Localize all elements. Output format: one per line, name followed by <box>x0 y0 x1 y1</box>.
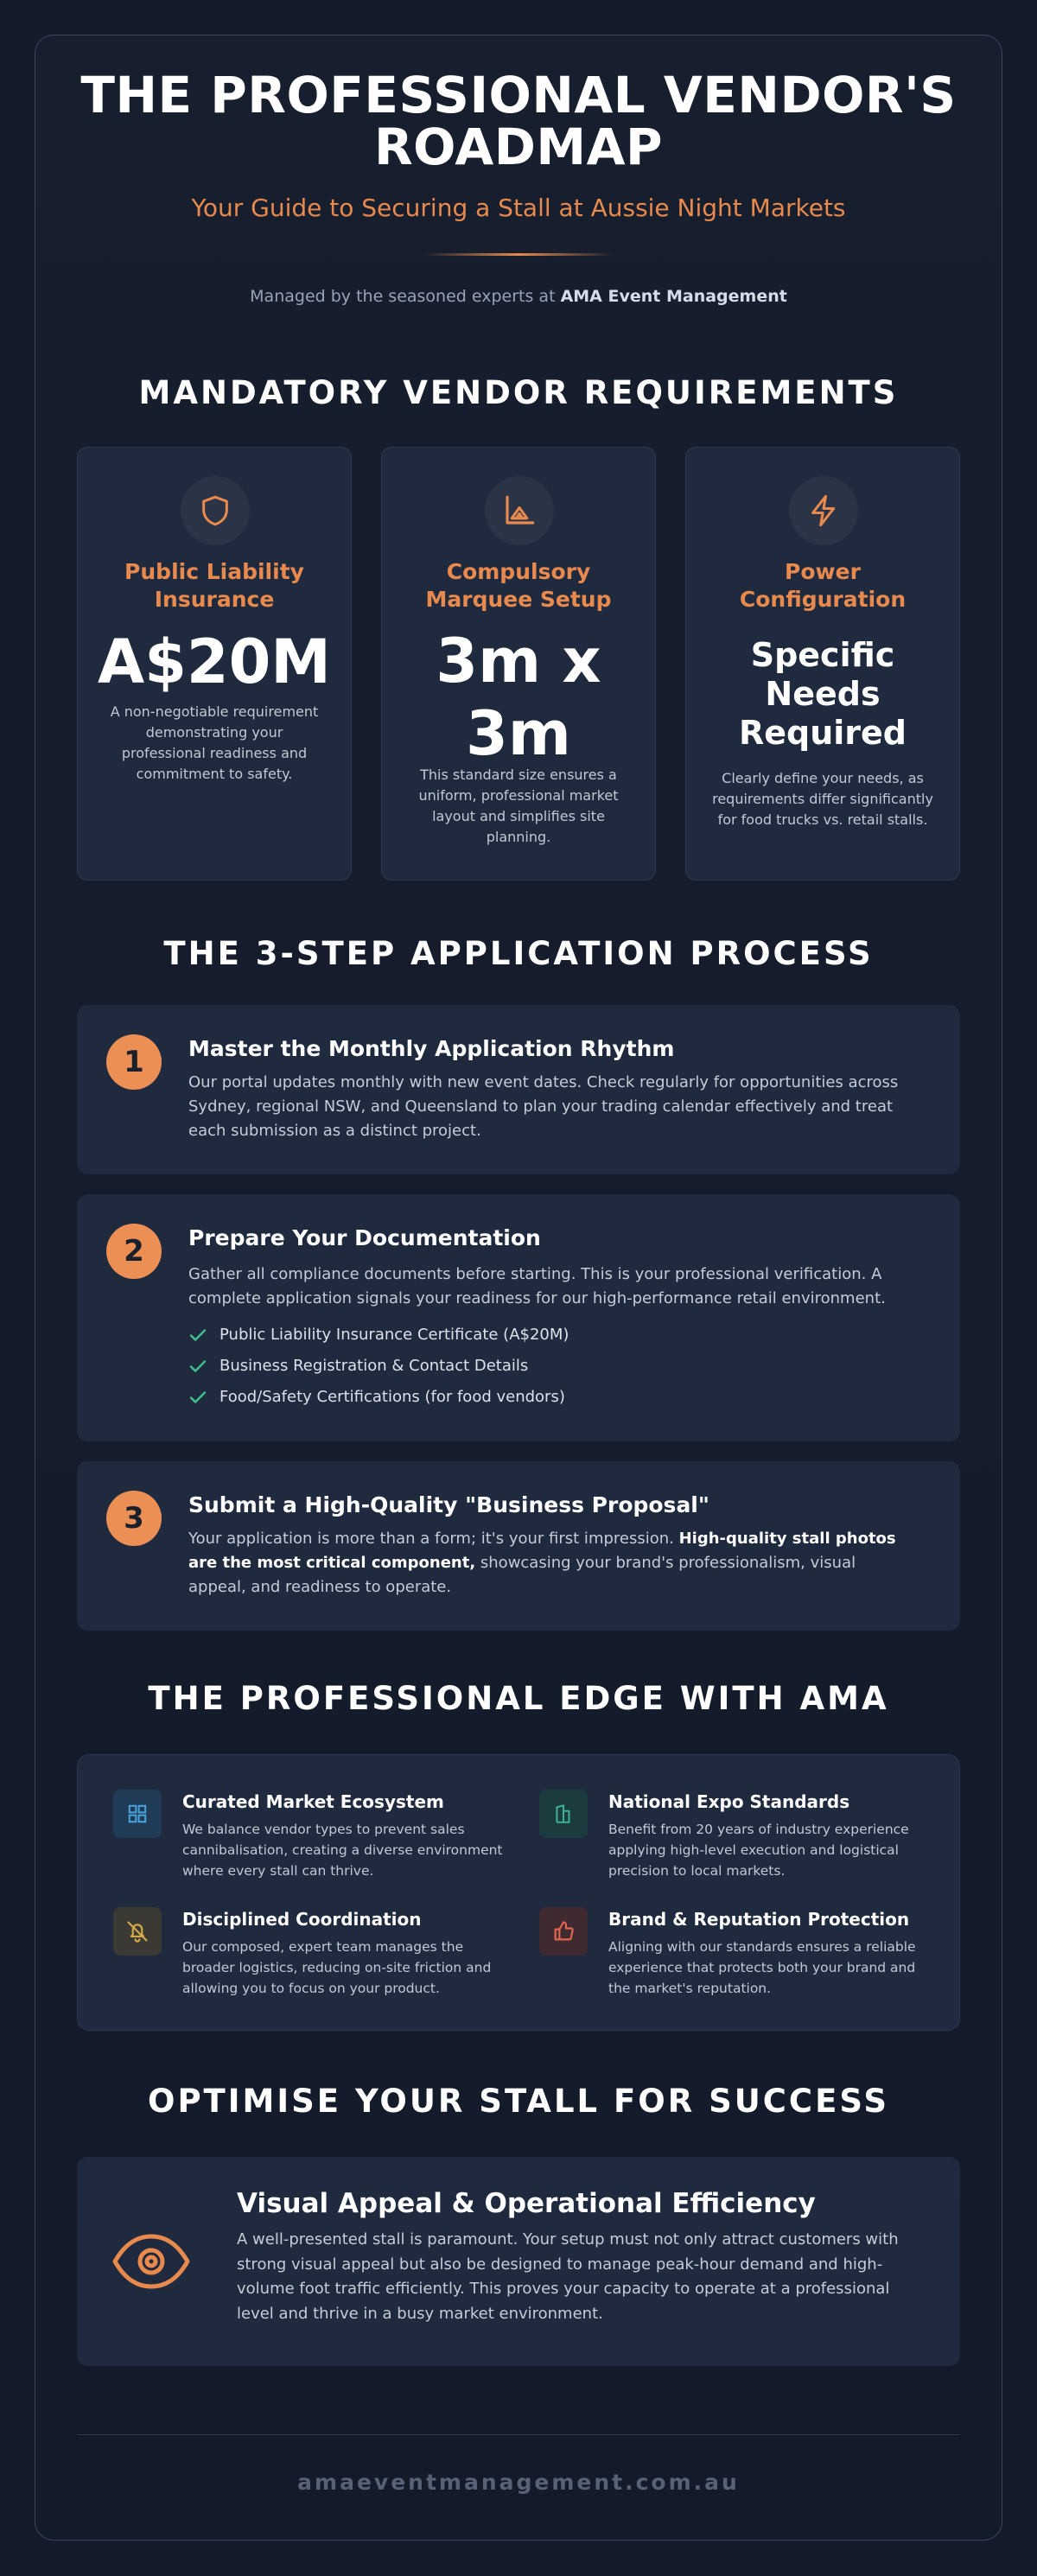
managed-by-line: Managed by the seasoned experts at AMA E… <box>250 287 787 306</box>
eye-icon <box>111 2229 191 2297</box>
step-number: 3 <box>106 1491 162 1546</box>
check-icon <box>189 1328 207 1341</box>
requirement-card-power: Power Configuration Specific Needs Requi… <box>685 447 960 881</box>
page-subtitle: Your Guide to Securing a Stall at Aussie… <box>191 194 846 222</box>
lightning-icon <box>789 476 858 545</box>
edge-item-text: Benefit from 20 years of industry experi… <box>608 1822 909 1879</box>
requirement-card-insurance: Public Liability Insurance A$20M A non-n… <box>77 447 352 881</box>
edge-item-text: We balance vendor types to prevent sales… <box>182 1822 503 1879</box>
edge-item-text: Our composed, expert team manages the br… <box>182 1939 492 1996</box>
page-title: THE PROFESSIONAL VENDOR'S ROADMAP <box>80 66 957 176</box>
process-heading: THE 3-STEP APPLICATION PROCESS <box>163 935 874 972</box>
thumbs-up-icon <box>539 1907 588 1956</box>
requirement-description: Clearly define your needs, as requiremen… <box>712 770 933 828</box>
step-title: Master the Monthly Application Rhythm <box>188 1036 675 1061</box>
edge-heading: THE PROFESSIONAL EDGE WITH AMA <box>148 1680 889 1717</box>
step-card-2: 2 Prepare Your Documentation Gather all … <box>77 1194 960 1441</box>
check-icon <box>189 1390 207 1403</box>
step-number: 2 <box>106 1224 162 1279</box>
requirement-title: Public Liability Insurance <box>124 559 304 612</box>
checklist-item: Food/Safety Certifications (for food ven… <box>188 1388 565 1406</box>
step-card-3: 3 Submit a High-Quality "Business Propos… <box>77 1461 960 1631</box>
footer-divider <box>77 2434 960 2435</box>
requirements-heading: MANDATORY VENDOR REQUIREMENTS <box>138 374 899 411</box>
edge-item-title: Brand & Reputation Protection <box>608 1909 910 1930</box>
requirement-value: Specific Needs Required <box>738 636 907 752</box>
tent-icon <box>485 476 554 545</box>
checklist-item: Public Liability Insurance Certificate (… <box>188 1326 569 1344</box>
optimise-text: A well-presented stall is paramount. You… <box>237 2230 899 2323</box>
check-icon <box>189 1359 207 1372</box>
grid-icon <box>113 1790 162 1838</box>
checklist-item: Business Registration & Contact Details <box>188 1357 528 1375</box>
step-number: 1 <box>106 1034 162 1090</box>
optimise-card: Visual Appeal & Operational Efficiency A… <box>77 2157 960 2366</box>
edge-item-title: National Expo Standards <box>608 1791 850 1812</box>
requirement-title: Compulsory Marquee Setup <box>425 559 612 612</box>
footer-url[interactable]: amaeventmanagement.com.au <box>297 2470 740 2495</box>
step-text: Gather all compliance documents before s… <box>188 1265 886 1307</box>
header-divider <box>423 253 614 256</box>
step-card-1: 1 Master the Monthly Application Rhythm … <box>77 1005 960 1174</box>
requirement-title: Power Configuration <box>739 559 907 612</box>
optimise-heading: OPTIMISE YOUR STALL FOR SUCCESS <box>147 2083 889 2120</box>
requirement-description: A non-negotiable requirement demonstrati… <box>110 703 319 782</box>
edge-panel: Curated Market Ecosystem We balance vend… <box>77 1754 960 2031</box>
requirement-value: 3m x 3m <box>436 626 601 769</box>
step-title: Submit a High-Quality "Business Proposal… <box>188 1492 709 1517</box>
edge-item-title: Curated Market Ecosystem <box>182 1791 444 1812</box>
requirement-card-marquee: Compulsory Marquee Setup 3m x 3m This st… <box>381 447 656 881</box>
edge-item-text: Aligning with our standards ensures a re… <box>608 1939 916 1996</box>
requirement-description: This standard size ensures a uniform, pr… <box>418 766 619 845</box>
optimise-title: Visual Appeal & Operational Efficiency <box>237 2188 816 2219</box>
step-title: Prepare Your Documentation <box>188 1225 541 1250</box>
bell-off-icon <box>113 1907 162 1956</box>
step-text: Your application is more than a form; it… <box>188 1530 896 1596</box>
requirement-value: A$20M <box>98 627 331 697</box>
edge-item-title: Disciplined Coordination <box>182 1909 422 1930</box>
shield-icon <box>181 476 250 545</box>
company-name: AMA Event Management <box>560 287 787 306</box>
step-text: Our portal updates monthly with new even… <box>188 1073 899 1140</box>
building-icon <box>539 1790 588 1838</box>
